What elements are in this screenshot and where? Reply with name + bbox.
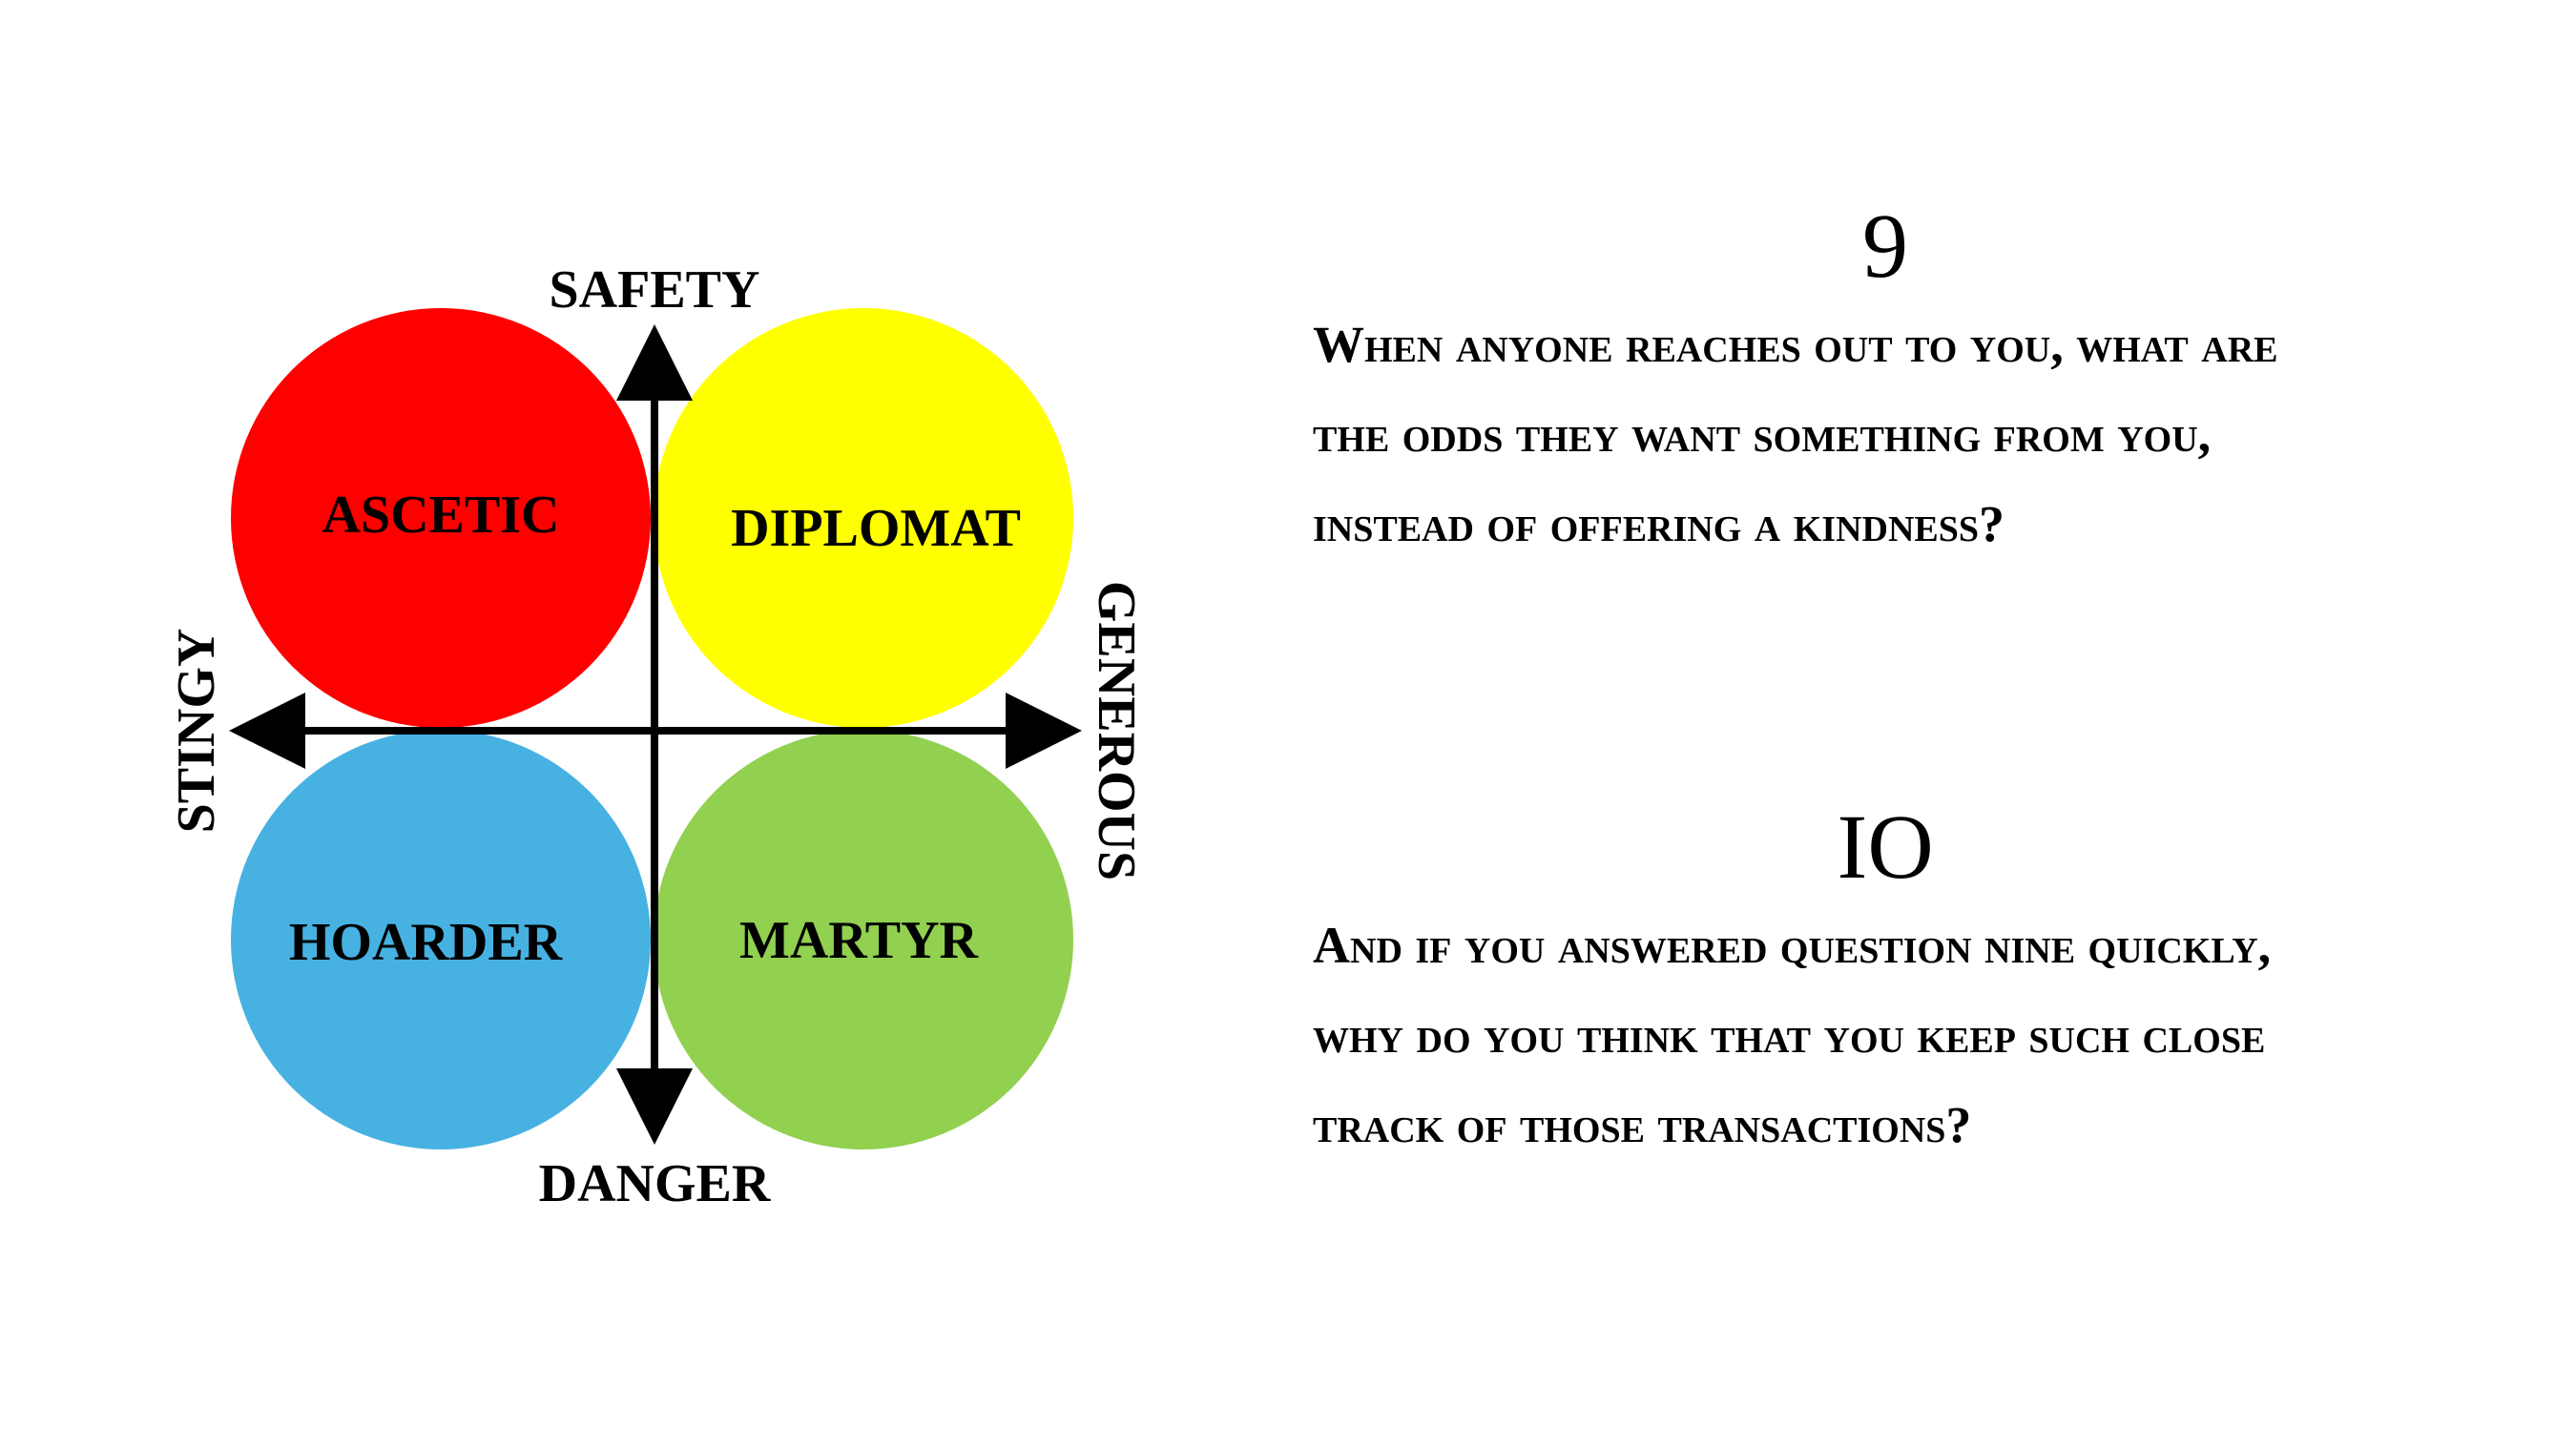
question-line: And if you answered question nine quickl… [1313,917,2272,974]
question-text: And if you answered question nine quickl… [1313,900,2458,1170]
question-9: 9 When anyone reaches out to you, what a… [1313,200,2458,569]
question-number: IO [1837,796,1934,898]
ascetic-label: ASCETIC [322,486,560,545]
question-line: When anyone reaches out to you, what are [1313,316,2278,373]
question-number: 9 [1862,195,1908,297]
question-line: instead of offering a kindness? [1313,495,2005,552]
question-line: the odds they want something from you, [1313,405,2212,463]
hoarder-circle [231,730,651,1149]
axis-label-safety: SAFETY [550,260,760,320]
question-text: When anyone reaches out to you, what are… [1313,300,2458,569]
axis-label-danger: DANGER [539,1154,771,1213]
martyr-circle [654,730,1073,1149]
question-line: why do you think that you keep such clos… [1313,1006,2266,1064]
axis-label-stingy: STINGY [167,629,226,834]
question-line: track of those transactions? [1313,1096,1972,1153]
hoarder-label: HOARDER [289,913,563,972]
axis-label-generous: GENEROUS [1087,581,1146,880]
diplomat-label: DIPLOMAT [731,499,1021,558]
martyr-label: MARTYR [739,911,979,970]
personality-quadrant-diagram: ASCETIC DIPLOMAT HOARDER MARTYR SAFETY D… [167,260,1146,1213]
diplomat-circle [654,308,1073,728]
question-10: IO And if you answered question nine qui… [1313,801,2458,1170]
ascetic-circle [231,308,651,728]
